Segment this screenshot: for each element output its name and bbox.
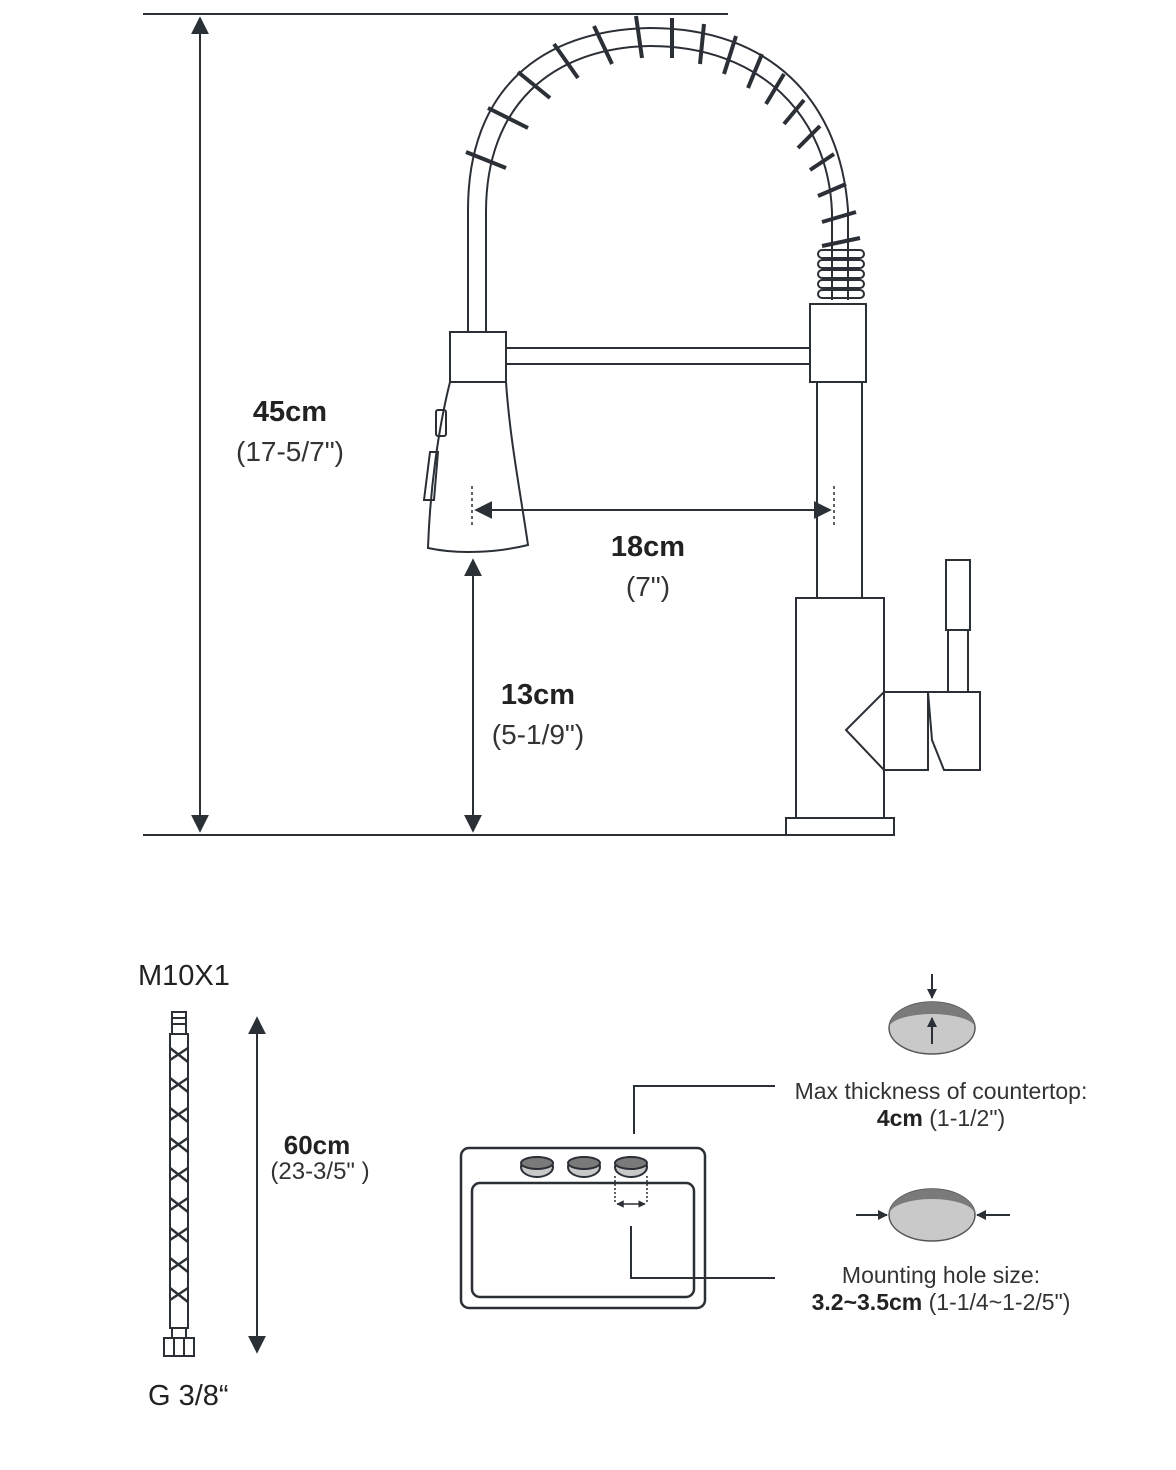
thickness-leader bbox=[633, 1085, 775, 1134]
spring-base-coils bbox=[817, 249, 865, 299]
reach-imperial: (7") bbox=[625, 571, 671, 602]
mounting-hole-label: Mounting hole size: bbox=[841, 1262, 1041, 1288]
mounting-hole-value: 3.2~3.5cm bbox=[811, 1289, 923, 1315]
mounting-hole-detail bbox=[856, 1188, 1010, 1242]
height-value: 45cm bbox=[252, 396, 328, 428]
countertop-thickness-label: Max thickness of countertop: bbox=[794, 1078, 1088, 1104]
hole-leader bbox=[630, 1226, 775, 1279]
hose-length-imperial: (23-3/5" ) bbox=[270, 1158, 370, 1185]
sink bbox=[459, 1146, 707, 1310]
clearance-imperial: (5-1/9") bbox=[491, 719, 585, 750]
hose bbox=[163, 1011, 195, 1357]
countertop-thickness-detail bbox=[888, 974, 976, 1055]
clearance-value: 13cm bbox=[500, 679, 576, 711]
mounting-hole-imperial: (1-1/4~1-2/5") bbox=[928, 1289, 1071, 1315]
reach-value: 18cm bbox=[610, 531, 686, 563]
faucet bbox=[422, 15, 981, 836]
hose-top-thread: M10X1 bbox=[138, 960, 230, 992]
hose-length-value: 60cm bbox=[283, 1130, 351, 1160]
countertop-thickness-value: 4cm bbox=[876, 1105, 923, 1131]
mounting-hole-value-row: 3.2~3.5cm (1-1/4~1-2/5") bbox=[786, 1289, 1096, 1316]
hose-bottom-thread: G 3/8“ bbox=[148, 1380, 229, 1412]
height-imperial: (17-5/7") bbox=[236, 436, 344, 467]
spring-coil-rings bbox=[465, 15, 861, 248]
sink-holes bbox=[520, 1156, 648, 1178]
countertop-thickness-imperial: (1-1/2") bbox=[929, 1105, 1006, 1131]
countertop-thickness-value-row: 4cm (1-1/2") bbox=[786, 1105, 1096, 1132]
